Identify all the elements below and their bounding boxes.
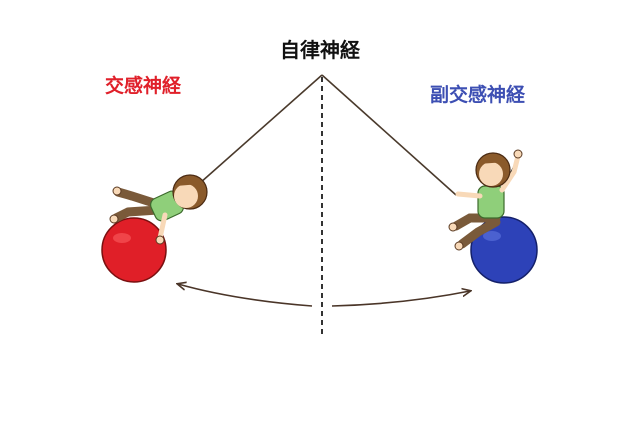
autonomic-nerve-title: 自律神経 (280, 38, 360, 62)
sympathetic-nerve-label: 交感神経 (105, 75, 182, 97)
left-rope (199, 74, 323, 184)
right-rope (321, 74, 457, 196)
swing-arrow-right (331, 291, 470, 307)
red-ball (101, 217, 167, 283)
swing-arrow-left (178, 284, 313, 307)
parasympathetic-nerve-label: 副交感神経 (430, 84, 526, 106)
girl-on-red-ball-icon (101, 174, 208, 283)
girl-on-blue-ball-icon (448, 149, 538, 284)
